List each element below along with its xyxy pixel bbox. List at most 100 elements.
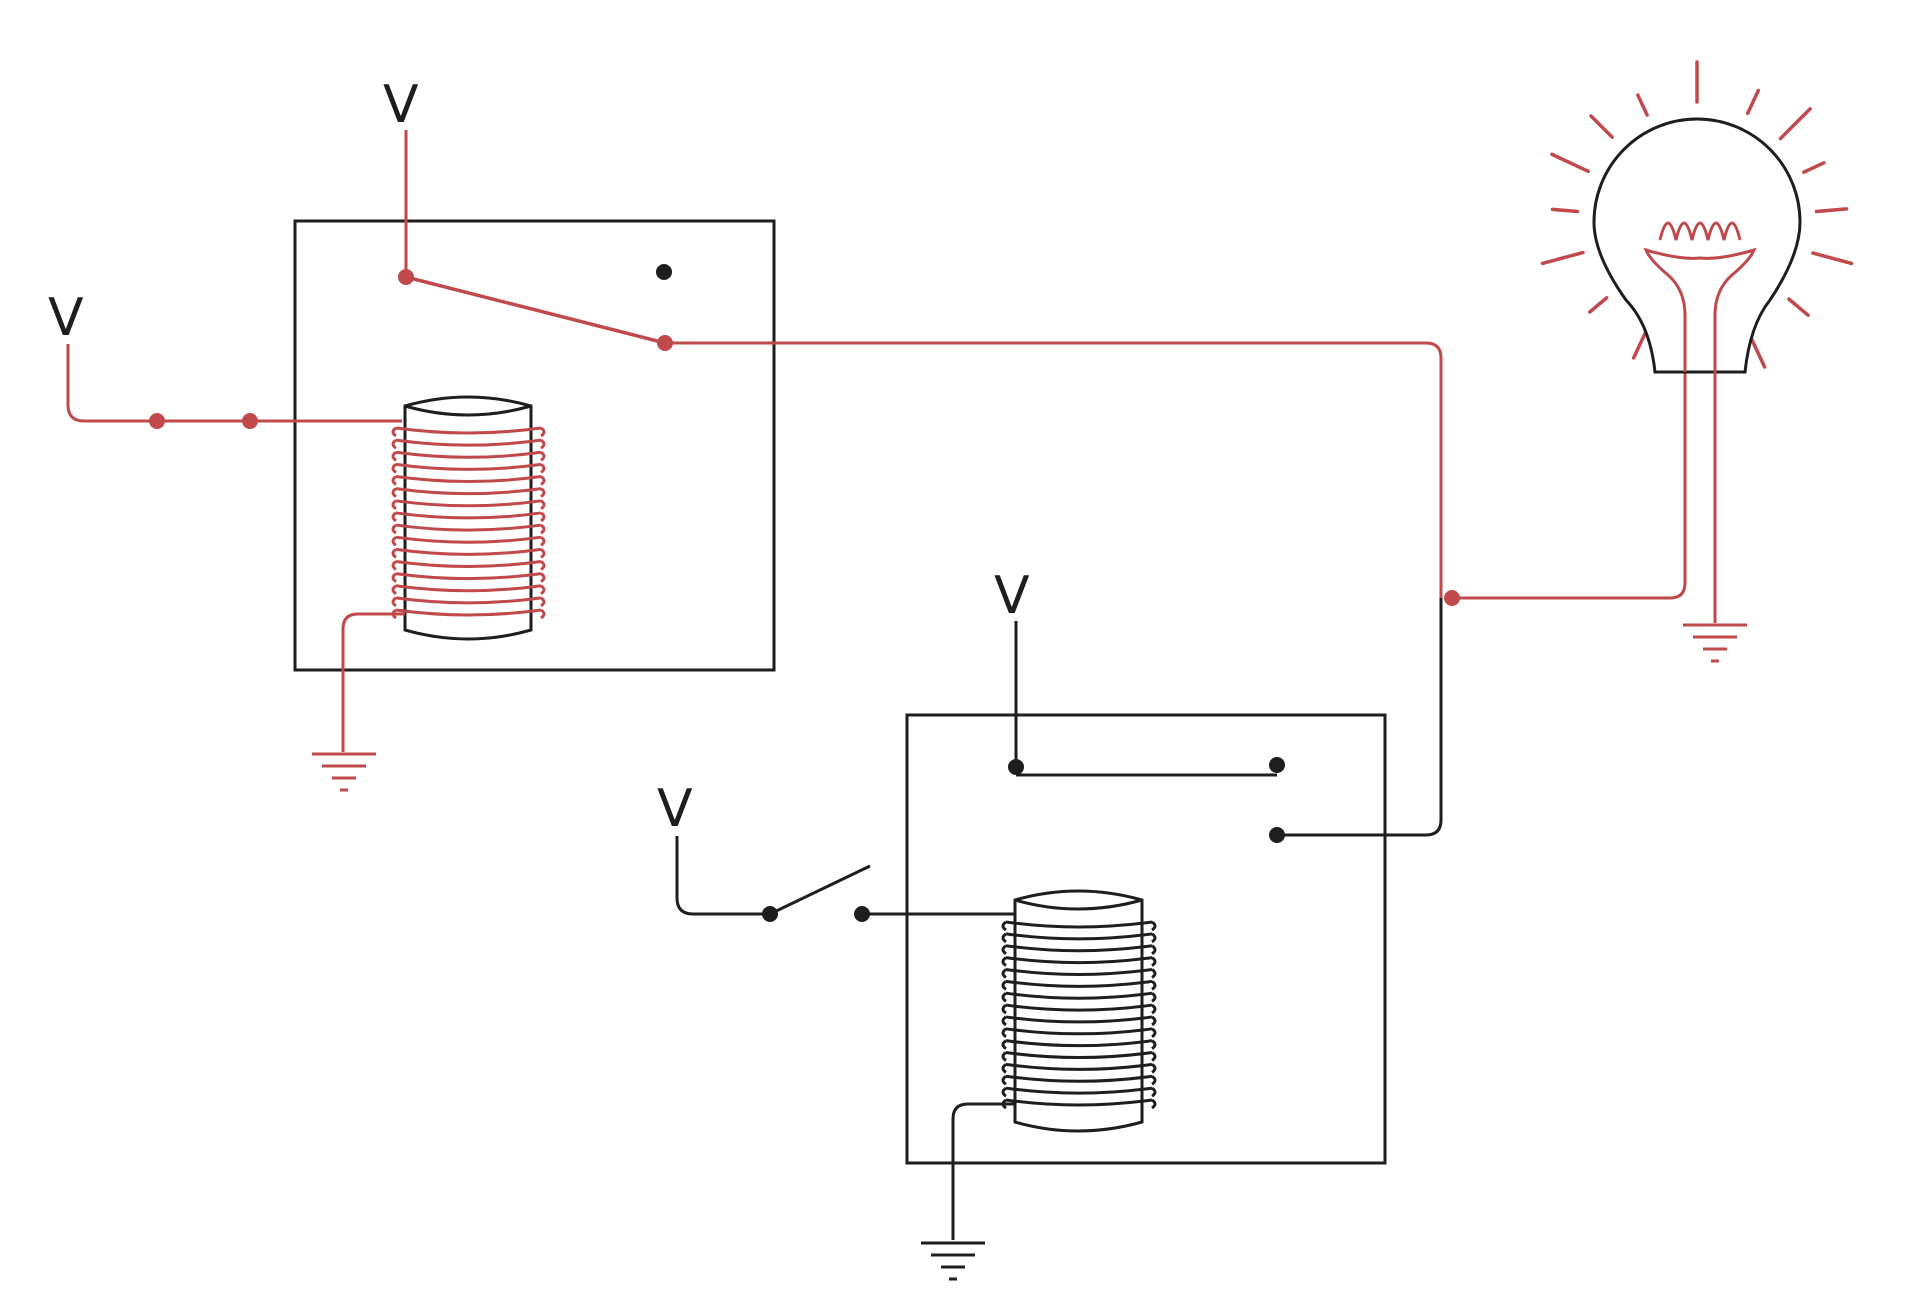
coil-turn: [395, 462, 542, 471]
coil-turn: [395, 608, 542, 617]
glow-ray: [1589, 114, 1614, 139]
coil-turn-edge: [391, 463, 397, 474]
coil-turn: [395, 547, 542, 556]
coil-turn-edge: [391, 584, 397, 595]
coil-turn-edge: [1001, 1051, 1007, 1062]
coil-turn-edge: [540, 535, 546, 547]
coil-turn-edge: [1151, 920, 1157, 932]
lamp-ground-icon: [1683, 623, 1747, 663]
relay-1-input-terminal-a: [149, 413, 165, 429]
coil-turn-edge: [391, 426, 397, 438]
coil-turn: [1005, 920, 1153, 929]
coil-turn: [1005, 1051, 1153, 1060]
coil-turn-edge: [1001, 1063, 1007, 1074]
coil-turn: [395, 475, 542, 484]
bulb-filament-support: [1643, 247, 1757, 372]
relay-2-common-terminal: [1008, 759, 1024, 775]
glow-ray: [1787, 297, 1810, 317]
coil-turn-edge: [391, 438, 397, 450]
coil-turn-edge: [391, 548, 397, 559]
glow-ray: [1778, 107, 1812, 141]
coil-turn-edge: [540, 426, 546, 438]
glow-ray: [1540, 250, 1585, 266]
coil-turn: [1005, 1086, 1153, 1095]
coil-turn-edge: [391, 487, 397, 498]
coil-turn-edge: [1151, 968, 1157, 979]
coil-turn-edge: [1001, 1015, 1007, 1027]
coil-turn-edge: [391, 511, 397, 523]
coil-turn: [1005, 967, 1153, 976]
glow-ray: [1550, 207, 1580, 214]
relay-2-closed-terminal: [1269, 757, 1285, 773]
coil-turn-edge: [540, 523, 546, 535]
coil-turn: [395, 438, 542, 447]
coil-turn: [1005, 944, 1153, 953]
coil-turn-edge: [1151, 1075, 1157, 1086]
coil-turn-edge: [540, 596, 546, 608]
coil-turn-edge: [540, 451, 546, 462]
coil-turn-edge: [1001, 920, 1007, 932]
coil-turn: [1005, 1062, 1153, 1071]
coil-turn-edge: [391, 499, 397, 511]
glow-ray: [1745, 88, 1761, 115]
relay-2-input-label: V: [657, 779, 693, 839]
coil-turn-edge: [1001, 1003, 1007, 1015]
relay-1-open-terminal: [656, 264, 672, 280]
coil-turn-edge: [1151, 1003, 1157, 1015]
relay-1-input-wire: [66, 344, 402, 423]
lamp-glow-rays: [1540, 60, 1854, 369]
coil-turn-edge: [391, 572, 397, 583]
relay-2: V V: [657, 566, 1387, 1281]
coil-turn: [1005, 1074, 1153, 1083]
coil-turn-edge: [391, 475, 397, 486]
coil-turn: [1005, 1098, 1153, 1107]
coil-turn-edge: [1001, 944, 1007, 955]
coil-turn-edge: [540, 584, 546, 595]
lamp-feed-wire: [1452, 372, 1687, 600]
relay-2-coil: [1001, 889, 1157, 1133]
coil-turn-edge: [540, 499, 546, 511]
coil-turn-edge: [1151, 1098, 1157, 1110]
coil-turn-edge: [1001, 1075, 1007, 1086]
coil-turn: [395, 450, 542, 459]
coil-turn: [395, 535, 542, 544]
coil-turn-edge: [1001, 956, 1007, 967]
coil-turn-edge: [1151, 1063, 1157, 1074]
coil-turn-edge: [1001, 991, 1007, 1003]
coil-turn-edge: [540, 487, 546, 498]
relay-1-switch-arm: [405, 275, 666, 345]
relay-1-ground-wire: [341, 612, 405, 752]
bulb-filament-coil: [1658, 221, 1742, 241]
coil-turn: [1005, 932, 1153, 941]
relay-1-coil-winding: [391, 426, 546, 620]
glow-ray: [1636, 93, 1649, 117]
coil-turn-edge: [391, 596, 397, 608]
relay-2-input-wire: [675, 836, 770, 916]
coil-turn-edge: [1151, 1015, 1157, 1027]
coil-turn-edge: [540, 560, 546, 571]
coil-turn: [395, 559, 542, 568]
coil-turn: [395, 596, 542, 605]
relay-1-coil: [391, 395, 546, 641]
glow-ray: [1814, 207, 1849, 214]
coil-turn: [1005, 1027, 1153, 1036]
coil-turn-edge: [1151, 944, 1157, 955]
coil-turn-edge: [1001, 932, 1007, 944]
relay-2-housing: [905, 713, 1387, 1165]
light-bulb-icon: [1540, 60, 1854, 663]
coil-turn-edge: [540, 608, 546, 620]
coil-turn: [395, 523, 542, 532]
relay-2-coil-winding: [1001, 920, 1157, 1110]
coil-turn-edge: [1001, 1039, 1007, 1050]
coil-turn-edge: [1151, 1027, 1157, 1039]
coil-turn-edge: [1001, 968, 1007, 979]
coil-turn-edge: [1151, 980, 1157, 991]
relay-1-input-terminal-b: [242, 413, 258, 429]
coil-turn-edge: [1151, 1051, 1157, 1062]
input-switch-lever[interactable]: [769, 864, 871, 916]
coil-turn-edge: [391, 451, 397, 462]
relay-1: V V: [48, 75, 776, 792]
coil-turn: [1005, 1015, 1153, 1024]
relay-1-housing: [293, 219, 776, 672]
